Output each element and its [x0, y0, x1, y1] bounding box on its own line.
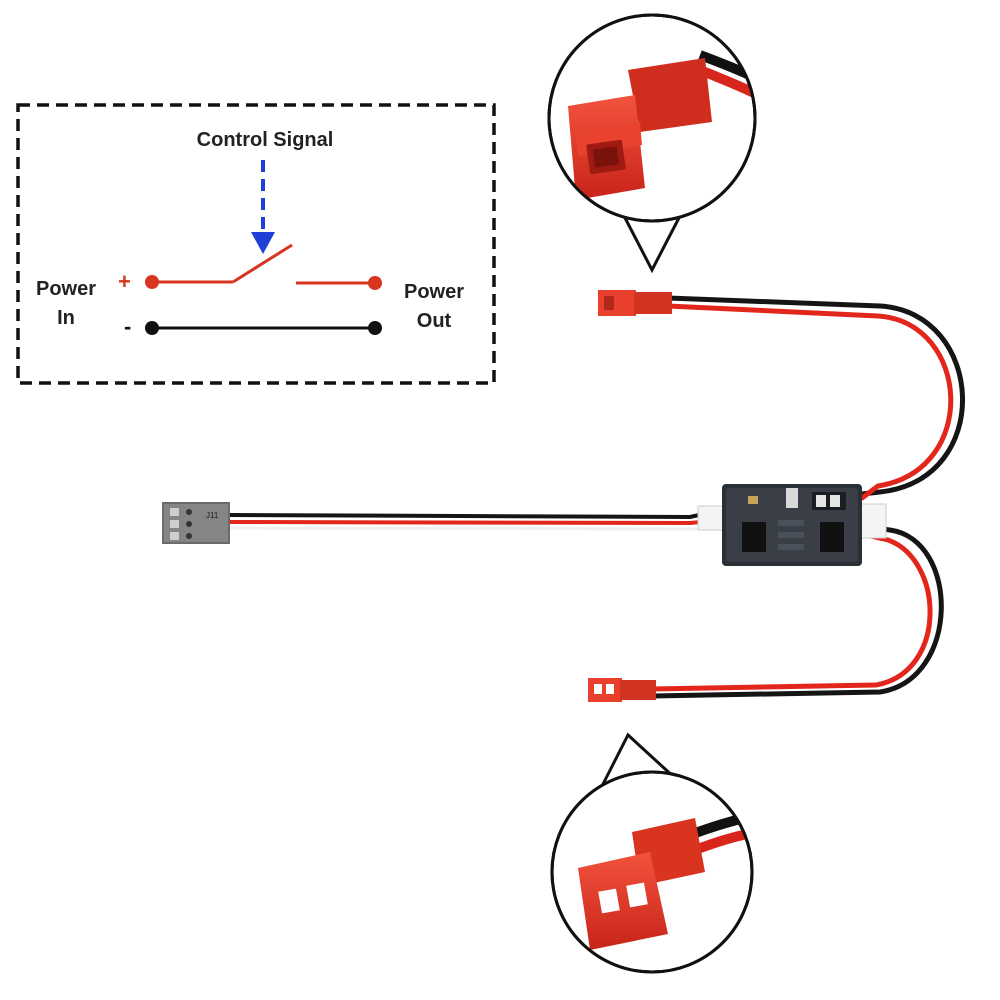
servo-plug-icon: J11 [162, 502, 230, 544]
plus-sign: + [118, 269, 131, 294]
schematic-box [16, 103, 496, 385]
jst-connector-icon [598, 290, 672, 316]
power-in-line1: Power [35, 278, 97, 300]
bottom-loop-wire-red [649, 531, 933, 692]
servo-wire-black [226, 508, 724, 520]
servo-wire-red [226, 518, 724, 526]
power-in-line2: In [57, 307, 75, 329]
jst-connector-icon [588, 678, 656, 702]
control-arrow [251, 160, 275, 254]
control-signal-label: Control Signal [196, 129, 334, 151]
top-loop-wire-red [665, 303, 954, 501]
servo-plug-label: J11 [206, 511, 219, 520]
power-out-label: Power Out [390, 278, 478, 336]
minus-sign: - [124, 314, 132, 339]
magnifier-callout-icon [550, 732, 754, 974]
magnifier-callout-icon [547, 13, 757, 274]
negative-out-terminal [368, 321, 382, 335]
arrow-down-icon [251, 232, 275, 254]
top-loop-wire-black [665, 295, 965, 497]
power-out-line2: Out [416, 310, 452, 332]
power-in-label: Power In [22, 275, 110, 333]
positive-out-terminal [368, 276, 382, 290]
pcb-module [697, 484, 887, 566]
power-out-line1: Power [403, 281, 465, 303]
servo-wire-white [226, 526, 724, 531]
bottom-loop-wire-black [649, 523, 944, 699]
switch-symbol-icon [145, 243, 382, 335]
